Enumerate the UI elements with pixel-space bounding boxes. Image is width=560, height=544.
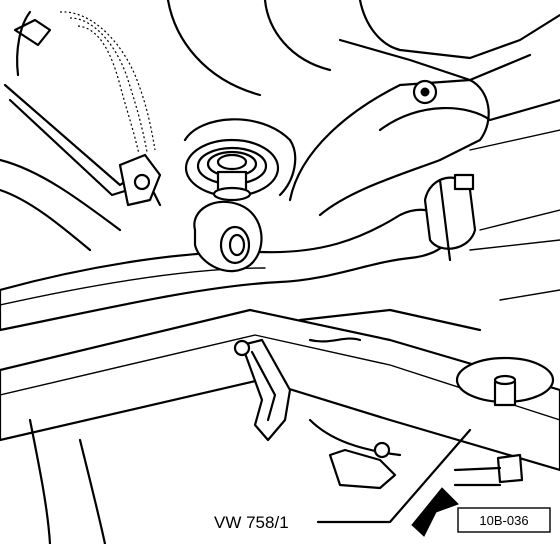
- tool-label: VW 758/1: [214, 513, 289, 532]
- clamp-nut-icon: [453, 173, 475, 191]
- pivot-bushing: [193, 200, 263, 273]
- trailing-arm: [0, 308, 560, 544]
- cable-bracket: [3, 83, 162, 207]
- reference-code: 10B-036: [479, 513, 528, 528]
- stabilizer-clamp: [423, 173, 477, 262]
- tool-leader: [316, 428, 472, 537]
- brake-cable: [13, 10, 156, 155]
- special-tool: [233, 338, 292, 442]
- reference-box: 10B-036: [457, 507, 551, 533]
- tool-clip-right: [453, 453, 524, 487]
- upper-mount: [288, 78, 490, 217]
- side-bolt-icon: [373, 441, 391, 459]
- arrow-icon: [411, 487, 459, 537]
- spring-seat-assembly: [183, 118, 297, 202]
- spring-pad: [455, 356, 555, 407]
- bracket-bolt-icon: [133, 173, 151, 191]
- body-panel: [0, 0, 560, 301]
- side-member: [298, 308, 482, 490]
